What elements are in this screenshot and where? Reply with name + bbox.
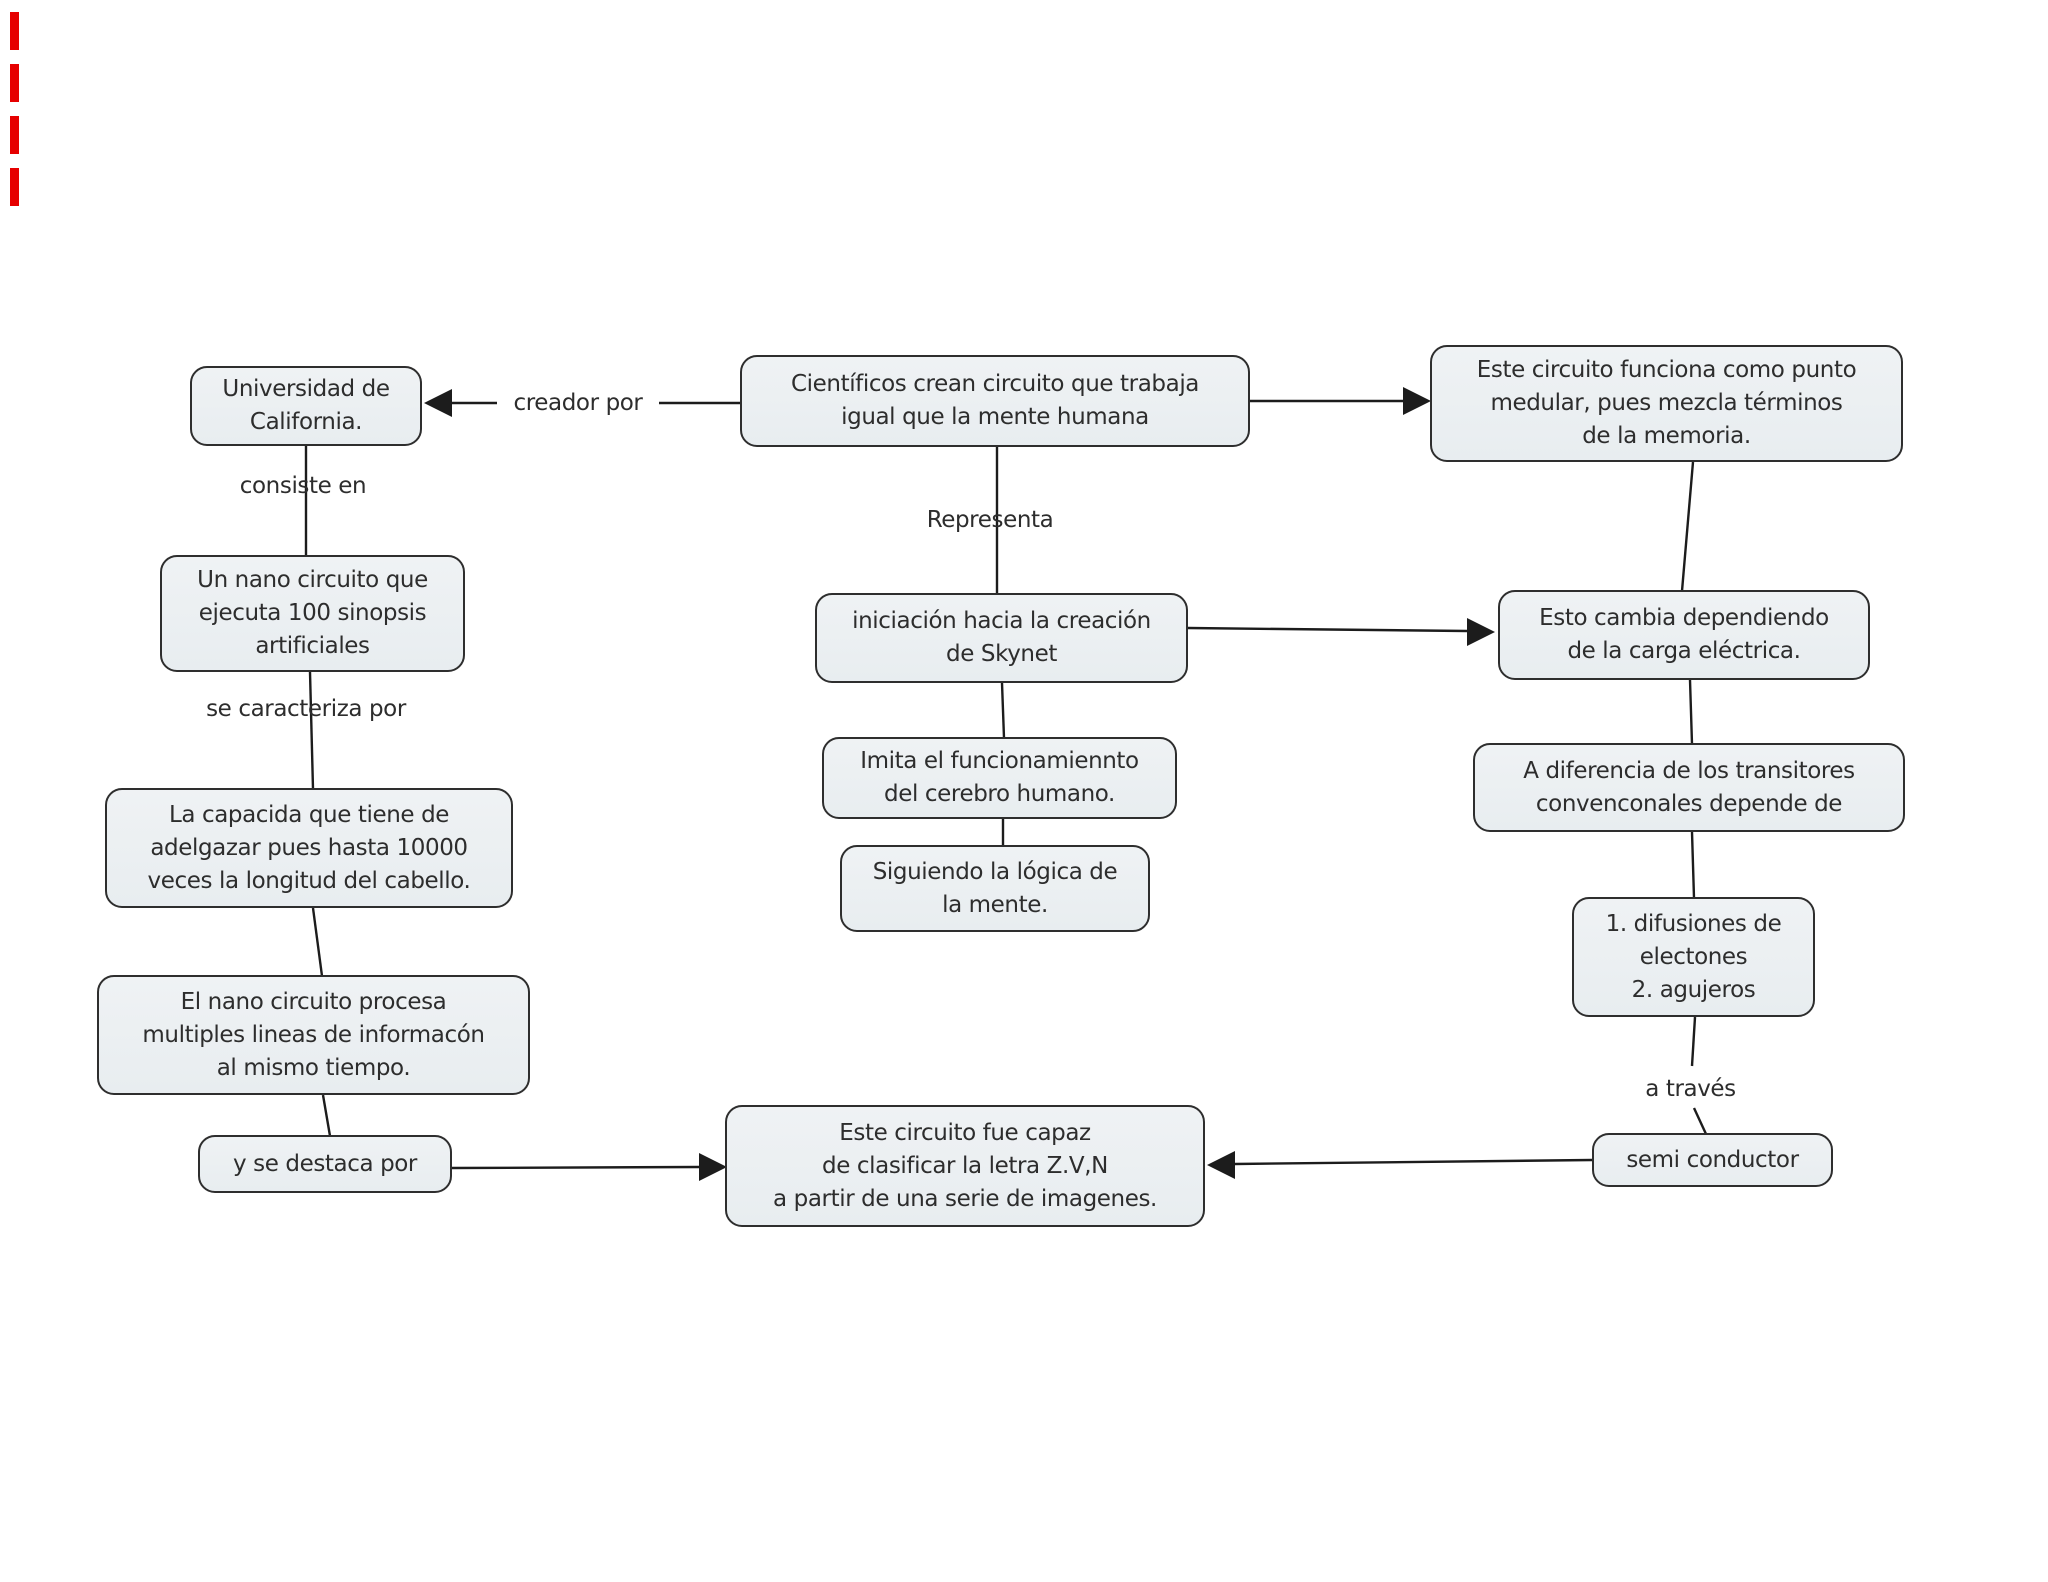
node-text: Universidad de California. <box>222 376 390 435</box>
label-text: se caracteriza por <box>206 695 406 722</box>
node-text: Este circuito funciona como punto medula… <box>1476 357 1857 449</box>
arrowhead-into-clasificar-left <box>699 1153 727 1181</box>
connector-skynet-imita <box>1000 682 1006 739</box>
node-iniciacion-skynet[interactable]: iniciación hacia la creación de Skynet <box>815 593 1188 683</box>
node-y-se-destaca-por[interactable]: y se destaca por <box>198 1135 452 1193</box>
red-edge-mark <box>10 12 19 50</box>
node-text: La capacida que tiene de adelgazar pues … <box>147 801 471 894</box>
node-text: Un nano circuito que ejecuta 100 sinopsi… <box>197 567 428 659</box>
node-text: El nano circuito procesa multiples linea… <box>142 988 485 1081</box>
red-edge-mark <box>10 64 19 102</box>
connector-skynet-estocambia <box>1187 626 1468 633</box>
connector-semiconductor-clasificar <box>1234 1158 1593 1166</box>
label-text: creador por <box>513 389 643 416</box>
node-esto-cambia-carga[interactable]: Esto cambia dependiendo de la carga eléc… <box>1498 590 1870 680</box>
node-imita-cerebro-humano[interactable]: Imita el funcionamiennto del cerebro hum… <box>822 737 1177 819</box>
connector-adiferencia-difusiones <box>1690 831 1696 899</box>
label-consiste-en[interactable]: consiste en <box>228 469 378 503</box>
connector-puntomedular-estocambia <box>1680 461 1695 592</box>
label-se-caracteriza-por[interactable]: se caracteriza por <box>192 692 420 726</box>
arrowhead-into-puntomedular <box>1403 387 1431 415</box>
node-text: Científicos crean circuito que trabaja i… <box>791 371 1199 430</box>
red-edge-mark <box>10 168 19 206</box>
connector-atraves-semiconductor <box>1692 1107 1708 1135</box>
label-creador-por[interactable]: creador por <box>503 386 653 420</box>
connector-destaca-clasificar <box>451 1165 700 1170</box>
node-text: Esto cambia dependiendo de la carga eléc… <box>1539 605 1829 664</box>
arrowhead-into-universidad <box>424 389 452 417</box>
node-punto-medular-memoria[interactable]: Este circuito funciona como punto medula… <box>1430 345 1903 462</box>
connector-procesa-destaca <box>321 1094 332 1137</box>
node-text: Imita el funcionamiennto del cerebro hum… <box>860 748 1139 807</box>
node-a-diferencia-transistores[interactable]: A diferencia de los transitores convenco… <box>1473 743 1905 832</box>
node-cientificos-crean-circuito[interactable]: Científicos crean circuito que trabaja i… <box>740 355 1250 447</box>
node-capacidad-adelgazar[interactable]: La capacida que tiene de adelgazar pues … <box>105 788 513 908</box>
node-semi-conductor[interactable]: semi conductor <box>1592 1133 1833 1187</box>
node-text: iniciación hacia la creación de Skynet <box>852 608 1151 667</box>
node-procesa-multiples-lineas[interactable]: El nano circuito procesa multiples linea… <box>97 975 530 1095</box>
label-a-traves[interactable]: a través <box>1637 1072 1744 1106</box>
node-nano-circuito-sinopsis[interactable]: Un nano circuito que ejecuta 100 sinopsi… <box>160 555 465 672</box>
connector-estocambia-adiferencia <box>1688 679 1694 745</box>
connector-difusiones-atraves <box>1690 1016 1697 1067</box>
red-edge-mark <box>10 116 19 154</box>
node-siguiendo-logica-mente[interactable]: Siguiendo la lógica de la mente. <box>840 845 1150 932</box>
node-difusiones-agujeros[interactable]: 1. difusiones de electones 2. agujeros <box>1572 897 1815 1017</box>
node-text: Este circuito fue capaz de clasificar la… <box>773 1119 1157 1212</box>
connector-nanosinopsis-capacida <box>308 671 315 790</box>
label-text: Representa <box>926 506 1054 533</box>
arrowhead-into-clasificar-right <box>1207 1151 1235 1179</box>
label-text: consiste en <box>239 472 367 499</box>
connector-capacida-procesa <box>311 907 324 977</box>
node-text: 1. difusiones de electones 2. agujeros <box>1605 910 1782 1003</box>
node-text: Siguiendo la lógica de la mente. <box>872 858 1118 918</box>
node-text: A diferencia de los transitores convenco… <box>1523 757 1855 817</box>
label-text: a través <box>1645 1075 1736 1102</box>
node-text: y se destaca por <box>233 1150 417 1177</box>
node-clasificar-letras[interactable]: Este circuito fue capaz de clasificar la… <box>725 1105 1205 1227</box>
arrowhead-into-estocambia <box>1467 618 1495 646</box>
label-representa[interactable]: Representa <box>920 503 1060 537</box>
node-text: semi conductor <box>1626 1146 1799 1173</box>
node-universidad-california[interactable]: Universidad de California. <box>190 366 422 446</box>
